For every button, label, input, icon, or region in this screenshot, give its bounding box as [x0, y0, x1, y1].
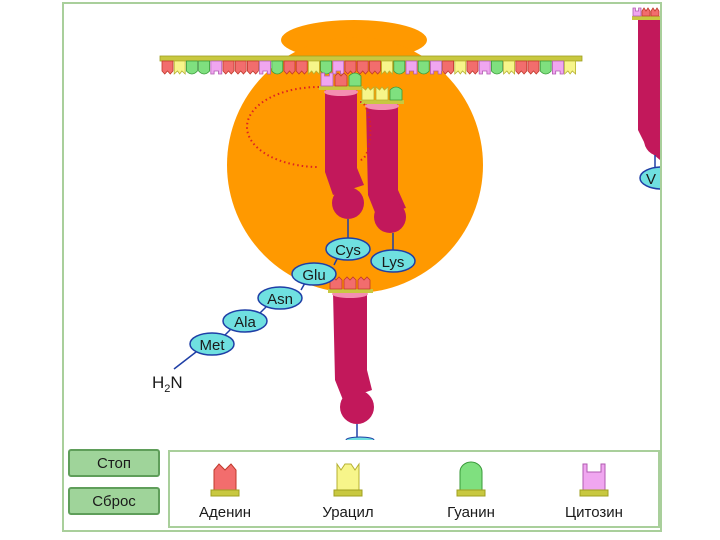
legend-item-guanine: Гуанин [416, 452, 526, 526]
mrna-base-32 [552, 60, 564, 75]
mrna-base-21 [417, 60, 430, 75]
anticodon-p-base-1 [334, 72, 348, 87]
mrna-base-23 [442, 60, 454, 75]
anticodon-a-base-0 [361, 86, 375, 101]
mrna-base-12 [308, 60, 320, 75]
anticodon-r-base-2 [357, 276, 371, 290]
mrna-base-11 [295, 60, 308, 75]
mrna-base-30 [527, 60, 540, 75]
amino-acid-met: Met [189, 332, 235, 356]
amino-acid-ala: Ala [222, 309, 268, 333]
amino-acid-ala-label: Ala [234, 314, 256, 331]
legend-item-cytosine: Цитозин [539, 452, 649, 526]
anticodon-a-base-1 [375, 86, 389, 101]
mrna-base-28 [503, 60, 515, 75]
legend-item-uracil: Урацил [293, 452, 403, 526]
mrna-base-5 [222, 60, 235, 75]
mrna-base-22 [430, 60, 442, 75]
mrna-base-24 [454, 60, 467, 75]
mrna-base-33 [564, 60, 576, 75]
anticodon-o-base-0 [632, 7, 642, 17]
legend-label-cytosine: Цитозин [565, 504, 623, 521]
stop-button[interactable]: Стоп [68, 449, 160, 477]
trna-offscreen [632, 16, 660, 172]
cytosine-icon [579, 463, 609, 497]
anticodon-o-base-1 [641, 7, 651, 17]
mrna-base-13 [320, 60, 332, 75]
legend-label-guanine: Гуанин [447, 504, 495, 521]
mrna-base-3 [198, 60, 210, 75]
anticodon-a-base-2 [389, 86, 403, 101]
trna-p-site [246, 86, 364, 238]
adenine-icon [210, 463, 240, 497]
mrna-base-25 [466, 60, 479, 75]
guanine-icon [456, 461, 486, 497]
legend-label-uracil: Урацил [322, 504, 374, 521]
mrna-base-8 [259, 60, 271, 75]
amino-acid-glu: Glu [291, 262, 337, 286]
amino-acid-met-label: Met [199, 337, 225, 354]
mrna-base-18 [381, 60, 393, 75]
amino-acid-offscreen-label: V [646, 171, 656, 188]
mrna-base-20 [405, 60, 418, 75]
legend-label-adenine: Аденин [198, 504, 252, 521]
nucleotide-legend: Аденин Урацил Гуанин Цитозин [168, 450, 660, 528]
mrna-base-15 [344, 60, 357, 75]
mrna-base-9 [271, 60, 284, 75]
amino-acid-asn-label: Asn [267, 291, 293, 308]
reset-button[interactable]: Сброс [68, 487, 160, 515]
legend-item-adenine: Аденин [170, 452, 280, 526]
mrna-base-19 [393, 60, 406, 75]
amino-acid-glu-label: Glu [302, 267, 325, 284]
amino-acid-lys-label: Lys [382, 254, 405, 271]
amino-acid-cys: Cys [325, 237, 371, 261]
mrna-base-1 [173, 60, 186, 75]
trna-released [328, 289, 375, 440]
anticodon-o-base-2 [650, 7, 660, 17]
anticodon-r-base-1 [343, 276, 357, 290]
trna-a-site [359, 100, 406, 250]
amino-acid-lys: Lys [370, 249, 416, 273]
mrna-strand [159, 55, 583, 75]
n-terminus-label: H2N [152, 373, 183, 395]
anticodon-p-base-2 [348, 72, 362, 87]
amino-acid-asn: Asn [257, 286, 303, 310]
mrna-base-27 [491, 60, 503, 75]
mrna-backbone [159, 55, 583, 62]
mrna-base-14 [332, 60, 345, 75]
mrna-base-26 [478, 60, 491, 75]
amino-acid-offscreen: V [639, 166, 660, 190]
mrna-base-7 [247, 60, 259, 75]
uracil-icon [333, 462, 363, 497]
mrna-base-2 [186, 60, 198, 75]
anticodon-p-base-0 [320, 72, 334, 87]
mrna-base-17 [369, 60, 381, 75]
mrna-base-10 [283, 60, 296, 75]
amino-acid-cys-label: Cys [335, 242, 361, 259]
mrna-base-29 [515, 60, 528, 75]
mrna-base-6 [234, 60, 247, 75]
mrna-base-0 [161, 60, 174, 75]
mrna-base-4 [210, 60, 223, 75]
mrna-base-31 [539, 60, 552, 75]
mrna-base-16 [356, 60, 369, 75]
